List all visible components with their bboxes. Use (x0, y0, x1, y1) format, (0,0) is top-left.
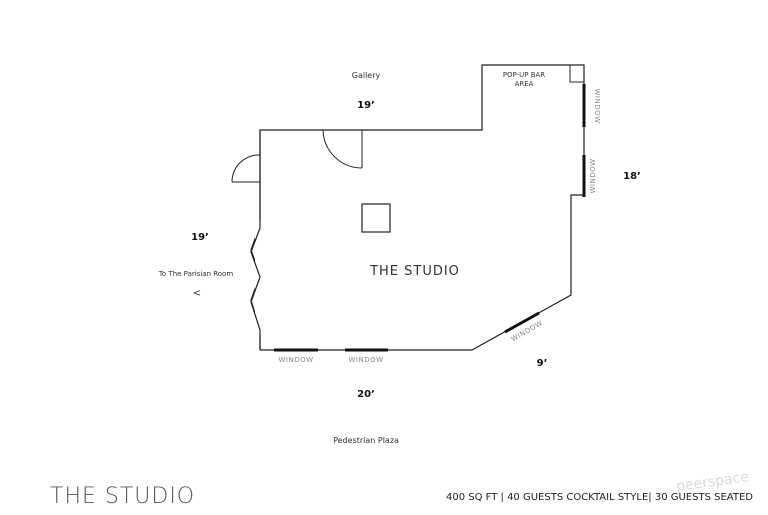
pedestrian-plaza-label: Pedestrian Plaza (333, 436, 399, 445)
footer-title: THE STUDIO (50, 484, 196, 509)
top-door-swing (322, 129, 363, 169)
dimension-right: 18’ (623, 171, 641, 182)
window-bottom-right-label: WINDOW (348, 356, 383, 364)
footer-info: 400 SQ FT | 40 GUESTS COCKTAIL STYLE| 30… (446, 492, 753, 503)
parisian-room-label: To The Parisian Room (158, 270, 234, 278)
popup-bar-label-line2: AREA (515, 80, 534, 88)
gallery-label: Gallery (352, 71, 381, 80)
left-wall-zigzag-line (250, 220, 261, 335)
window-diagonal-label: WINDOW (510, 319, 544, 343)
bar-corner-box (569, 65, 584, 83)
room-name-label: THE STUDIO (369, 264, 460, 279)
window-diagonal (504, 311, 540, 334)
parisian-room-arrow: < (193, 288, 201, 299)
room-wall-outline (259, 64, 585, 351)
dimension-top: 19’ (357, 100, 375, 111)
window-bottom-left-label: WINDOW (278, 356, 313, 364)
window-right-upper-label: WINDOW (593, 88, 601, 123)
dimension-left: 19’ (191, 232, 209, 243)
window-right-lower-label: WINDOW (589, 158, 597, 193)
dimension-bottom: 20’ (357, 389, 375, 400)
popup-bar-label-line1: POP-UP BAR (503, 71, 545, 79)
dimension-diagonal: 9’ (537, 358, 548, 369)
left-door-swing (231, 154, 261, 183)
column (361, 203, 391, 233)
